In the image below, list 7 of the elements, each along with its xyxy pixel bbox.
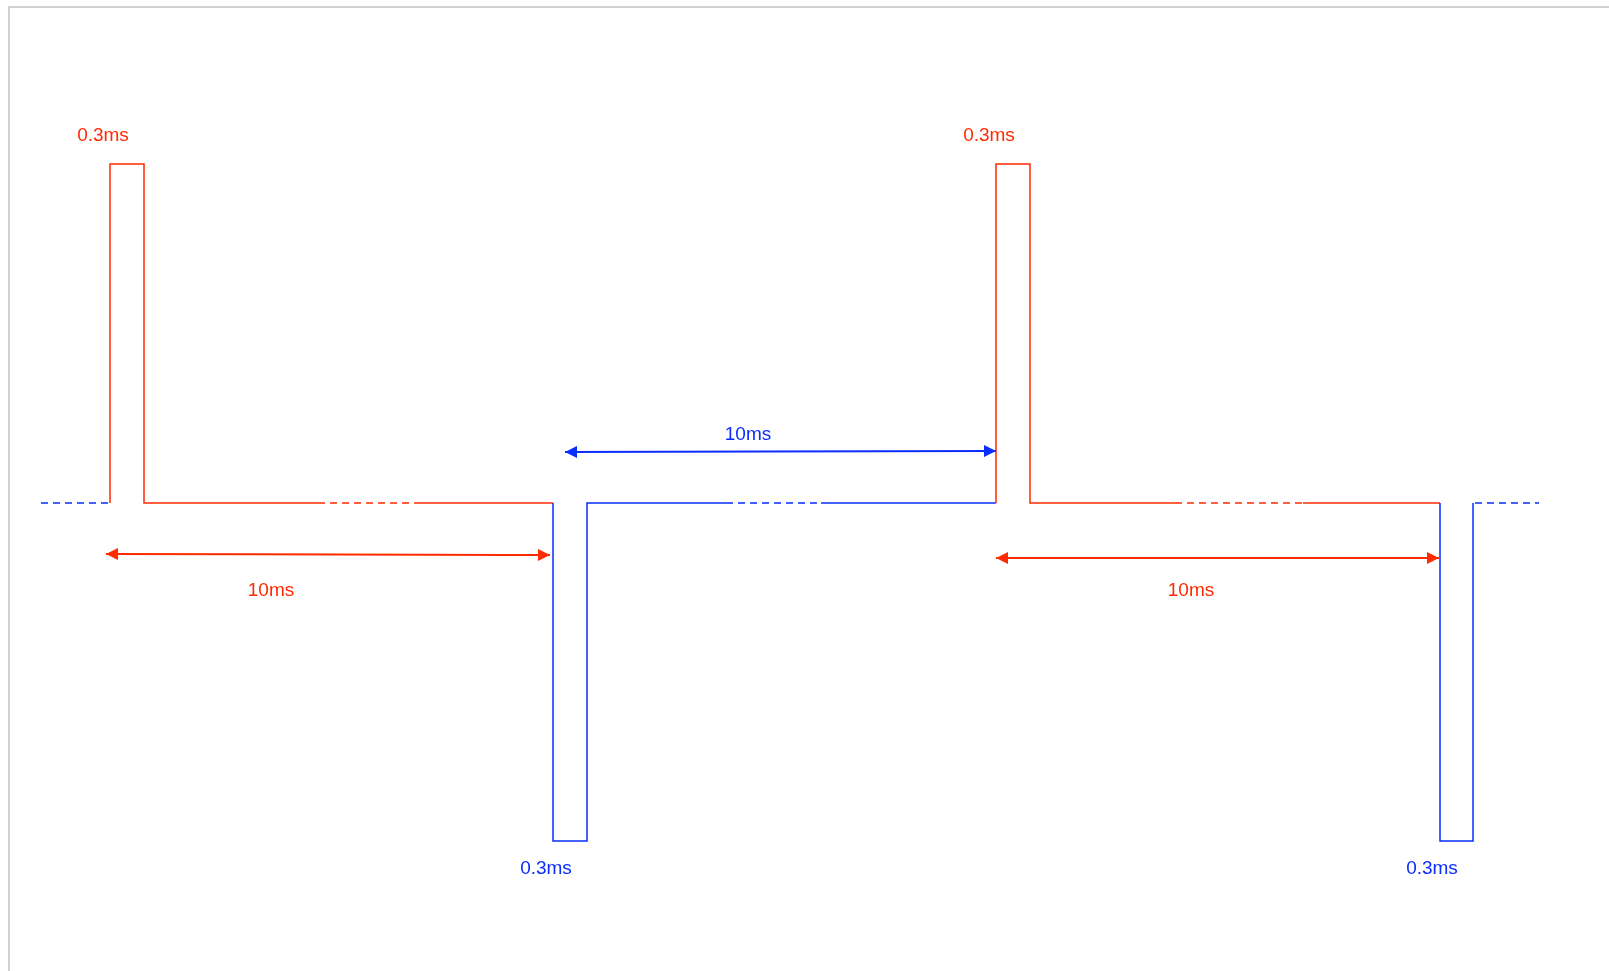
dimension-label: 0.3ms [77, 124, 129, 144]
dimension-label: 10ms [247, 579, 295, 599]
dimension-label: 0.3ms [963, 124, 1015, 144]
dimension-label: 10ms [724, 423, 772, 443]
dimension-label: 10ms [1167, 579, 1215, 599]
dimension-label: 0.3ms [1406, 857, 1458, 877]
dimension-label: 0.3ms [520, 857, 572, 877]
